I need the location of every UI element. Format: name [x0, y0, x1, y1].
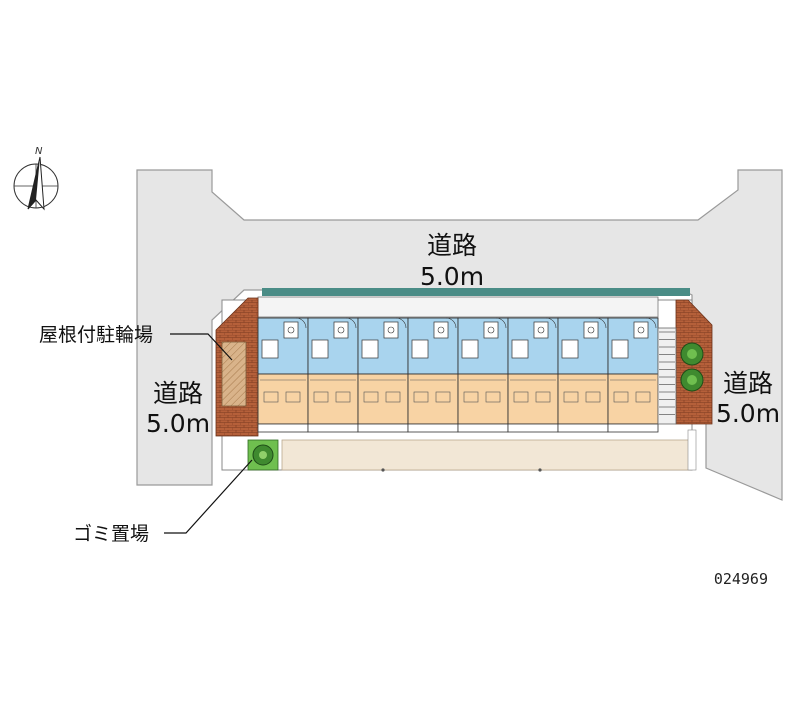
bicycle-parking-label: 屋根付駐輪場 [39, 324, 153, 346]
apartment-unit [407, 317, 459, 433]
garbage-callout-leader [164, 459, 253, 534]
right-road-width: 5.0m [716, 399, 780, 428]
apartment-units [257, 317, 659, 433]
apartment-unit [457, 317, 509, 433]
bush-garbage [252, 444, 274, 466]
left-road-width: 5.0m [146, 409, 210, 438]
left-road-name: 道路 [153, 379, 203, 408]
bicycle-parking-area [221, 341, 247, 407]
top-fence [262, 288, 690, 296]
apartment-unit [307, 317, 359, 433]
apartment-unit [557, 317, 609, 433]
apartment-unit [507, 317, 559, 433]
garbage-label: ゴミ置場 [73, 523, 149, 545]
compass: N [13, 146, 59, 211]
walkway-marker [538, 468, 542, 472]
compass-north-label: N [35, 146, 43, 157]
bush-right-upper [680, 342, 704, 366]
building-corridor [257, 296, 659, 318]
bush-right-lower [680, 368, 704, 392]
entry-gap [687, 429, 697, 471]
apartment-unit [607, 317, 659, 433]
apartment-unit [357, 317, 409, 433]
walkway [281, 439, 691, 471]
property-code: 024969 [714, 570, 768, 588]
apartment-unit [257, 317, 309, 433]
top-road-name: 道路 [427, 231, 477, 260]
walkway-marker [381, 468, 385, 472]
stairway [657, 327, 677, 425]
right-road-name: 道路 [723, 369, 773, 398]
road-area [136, 169, 783, 501]
bicycle-callout-leader [170, 333, 233, 361]
top-road-width: 5.0m [420, 262, 484, 291]
